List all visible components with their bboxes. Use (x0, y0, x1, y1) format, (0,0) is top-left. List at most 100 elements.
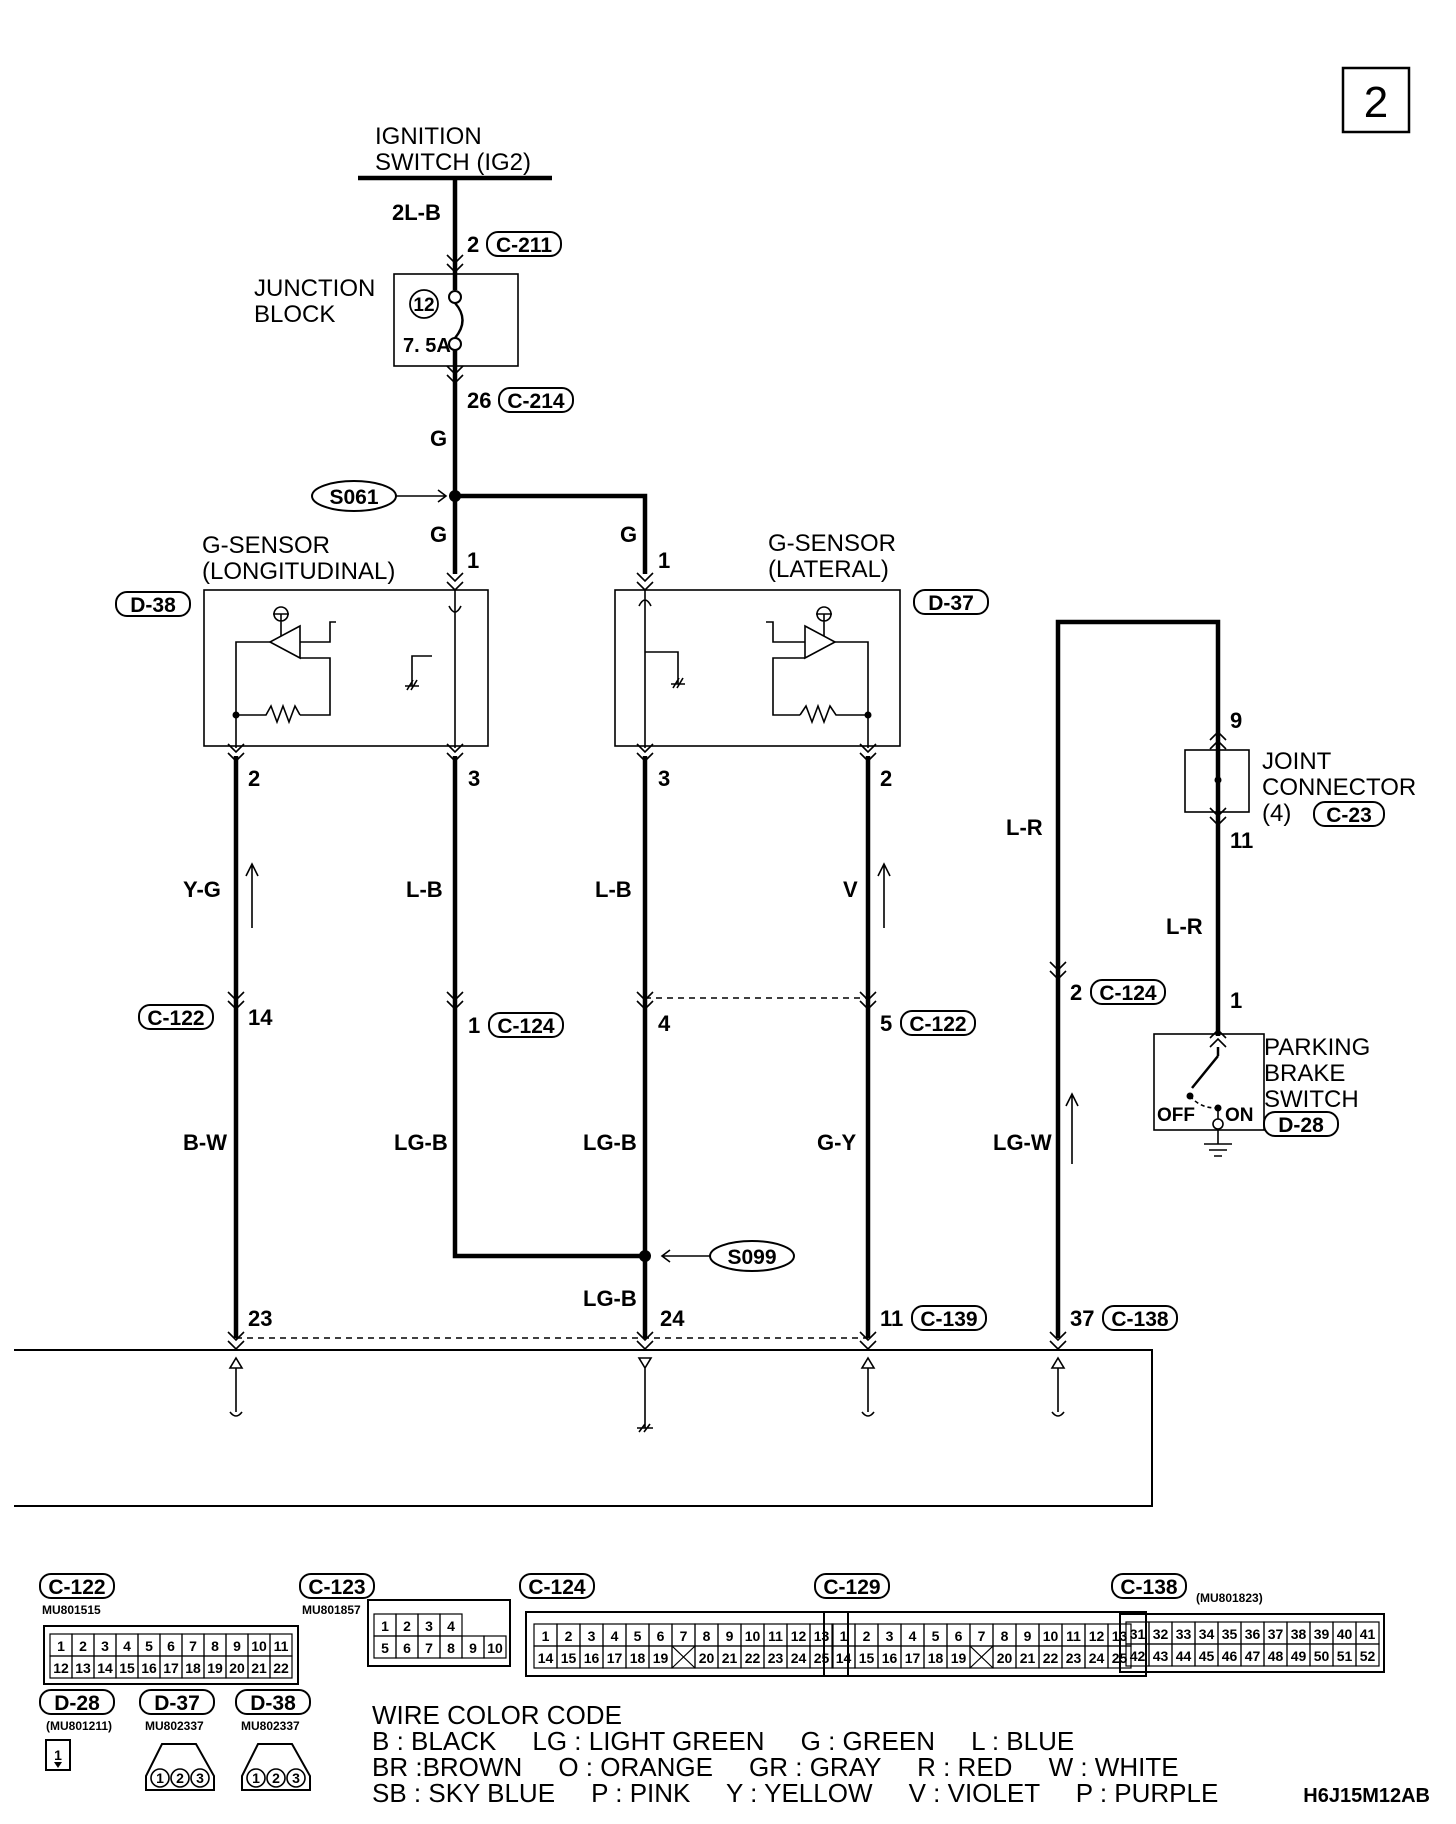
wire-label-yg: Y-G (183, 877, 221, 902)
pin-d37-3: 3 (658, 766, 670, 791)
pin-c214: 26 (467, 388, 491, 413)
g-sensor-long-box (203, 589, 489, 747)
fuse-number-circle (409, 289, 439, 319)
connector-tag-c122-b (900, 1010, 976, 1036)
connector-pin-number: 31 (1130, 1626, 1146, 1642)
pb-switch-lever-icon (1191, 1055, 1219, 1089)
connector-pin-number: 15 (561, 1650, 577, 1666)
connector-cavity (269, 1655, 293, 1679)
d38-amp-out (300, 621, 336, 643)
connector-frame (367, 1599, 511, 1667)
d38-amp-icon (268, 624, 301, 660)
connector-pin-number: 12 (791, 1628, 807, 1644)
connector-pin-number: 1 (57, 1638, 65, 1654)
connector-pin-number: 19 (653, 1650, 669, 1666)
wire-color-code-line-2: BR :BROWN O : ORANGE GR : GRAY R : RED W… (372, 1752, 1179, 1782)
connector-mark (446, 991, 464, 1011)
connector-pin-number: 11 (274, 1638, 289, 1654)
pin-4: 4 (658, 1011, 671, 1036)
connector-pin-number: 48 (1268, 1648, 1284, 1664)
g-sensor-lat-label-1: G-SENSOR (768, 530, 896, 557)
ecu-box (14, 1349, 1153, 1507)
connector-pin-number: 3 (588, 1628, 596, 1644)
wire-label-bw: B-W (183, 1130, 227, 1155)
connector-diagram-c124-tag (519, 1573, 595, 1599)
connector-mark (1049, 961, 1067, 981)
connector-diagram-c123-tag (299, 1573, 375, 1599)
pb-switch-travel (1189, 1095, 1217, 1109)
pin-d38-2: 2 (248, 766, 260, 791)
splice-s099-node (639, 1250, 651, 1262)
connector-pin-number: 22 (745, 1650, 761, 1666)
connector-pin-number: 46 (1222, 1648, 1238, 1664)
connector-diagram-d38-tag (235, 1689, 311, 1715)
connector-tag-c138 (1102, 1305, 1178, 1331)
connector-pin-number: 11 (1066, 1628, 1081, 1644)
empty-cavity-icon (671, 1645, 696, 1669)
connector-pin-number: 6 (403, 1640, 411, 1656)
connector-pin-number: 20 (229, 1660, 245, 1676)
connector-pin-number: 11 (768, 1628, 783, 1644)
pin-jc-11: 11 (1230, 828, 1253, 853)
connector-pin-number: 9 (726, 1628, 734, 1644)
d37-sensor-element (816, 606, 832, 636)
connector-cavity (809, 1645, 834, 1669)
connector-tag-d28-text: D-28 (1278, 1114, 1324, 1137)
connector-pin-number: 24 (1089, 1650, 1105, 1666)
connector-pin-number: 21 (1020, 1650, 1036, 1666)
connector-tag-d28 (1263, 1111, 1339, 1137)
connector-pin-number: 5 (145, 1638, 153, 1654)
jc-node (1214, 776, 1222, 784)
pin-c122-14: 14 (248, 1005, 273, 1030)
connector-pin-number: 2 (863, 1628, 871, 1644)
splice-s061-text: S061 (329, 486, 378, 509)
pin-23: 23 (248, 1306, 272, 1331)
connector-mark (446, 572, 464, 592)
connector-pin-number: 8 (447, 1640, 455, 1656)
page-number-box (1341, 66, 1411, 134)
connector-pin-number: 33 (1176, 1626, 1192, 1642)
connector-pin-number: 18 (928, 1650, 944, 1666)
connector-pin-number: 50 (1314, 1648, 1330, 1664)
connector-pin (190, 1768, 210, 1788)
wire-label-gy: G-Y (817, 1130, 856, 1155)
connector-pin-number: 3 (292, 1770, 300, 1786)
d37-lead-1-3 (638, 590, 652, 748)
connector-pin-number: 1 (252, 1770, 260, 1786)
connector-pin-number: 5 (381, 1640, 389, 1656)
connector-pin-number: 10 (1043, 1628, 1059, 1644)
connector-mark (1209, 1028, 1227, 1048)
connector-pin-number: 18 (630, 1650, 646, 1666)
d38-feedback (300, 657, 331, 716)
connector-pin-number: 24 (791, 1650, 807, 1666)
connector-pin-number: 3 (196, 1770, 204, 1786)
connector-cavity (1355, 1643, 1380, 1667)
connector-pin-number: 20 (997, 1650, 1013, 1666)
pin-d37-1: 1 (658, 548, 670, 573)
connector-pin-number: 14 (538, 1650, 554, 1666)
ecu-ground-icon (637, 1357, 653, 1433)
wire-label-lgw: LG-W (993, 1130, 1052, 1155)
connector-mark (227, 991, 245, 1011)
wire-lb-lgb-1 (452, 756, 645, 1259)
connector-pin (266, 1768, 286, 1788)
connector-tag-c124-a-text: C-124 (497, 1015, 555, 1038)
ecu-input-icon (1050, 1356, 1066, 1417)
connector-diagram-d38-label: D-38 (250, 1692, 296, 1715)
connector-tag-d37-text: D-37 (928, 592, 974, 615)
d28-key-icon (54, 1762, 62, 1768)
connector-diagram-d37-body (145, 1743, 215, 1791)
connector-pin-number: 15 (119, 1660, 135, 1676)
d37-feedback (772, 657, 805, 716)
connector-pin-number: 18 (185, 1660, 201, 1676)
ecu-input-icon (228, 1356, 244, 1417)
connector-pin-number: 5 (932, 1628, 940, 1644)
connector-pin-number: 19 (207, 1660, 223, 1676)
connector-pin (150, 1768, 170, 1788)
wire-color-code-title: WIRE COLOR CODE (372, 1700, 622, 1730)
connector-tag-c122-b-text: C-122 (909, 1013, 966, 1036)
connector-pin-number: 2 (79, 1638, 87, 1654)
connector-tag-c124-b-text: C-124 (1099, 982, 1157, 1005)
empty-cavity-icon (969, 1645, 994, 1669)
